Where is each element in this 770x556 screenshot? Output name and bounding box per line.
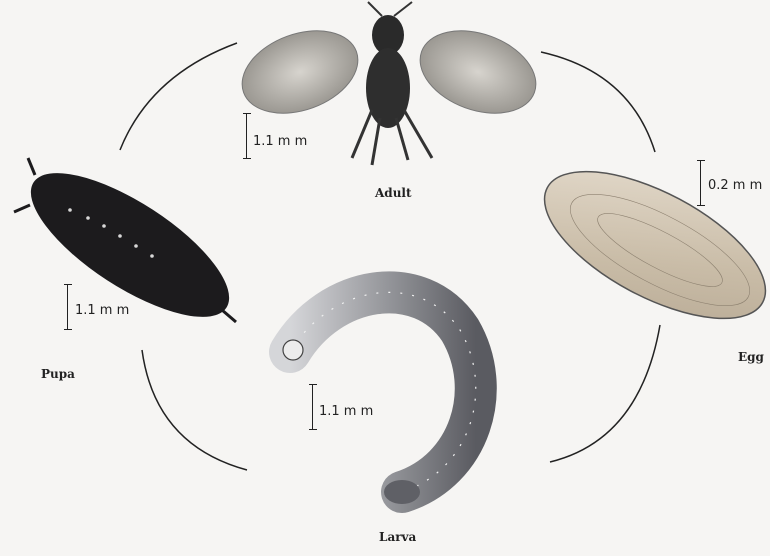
pupa-label: Pupa — [41, 367, 75, 381]
cycle-arc-larva-to-pupa — [142, 350, 247, 470]
cycle-arc-adult-to-egg — [541, 52, 655, 152]
adult-label: Adult — [375, 186, 412, 200]
pupa-image — [11, 147, 250, 343]
egg-scale-text: 0.2 m m — [708, 178, 762, 193]
larva-label: Larva — [379, 530, 416, 544]
egg-image — [523, 142, 770, 348]
pupa-scale-text: 1.1 m m — [75, 303, 129, 318]
egg-label: Egg — [738, 350, 764, 364]
cycle-arc-egg-to-larva — [550, 325, 660, 462]
cycle-arc-pupa-to-adult — [120, 43, 237, 150]
adult-scale-text: 1.1 m m — [253, 134, 307, 149]
larva-scale-text: 1.1 m m — [319, 404, 373, 419]
